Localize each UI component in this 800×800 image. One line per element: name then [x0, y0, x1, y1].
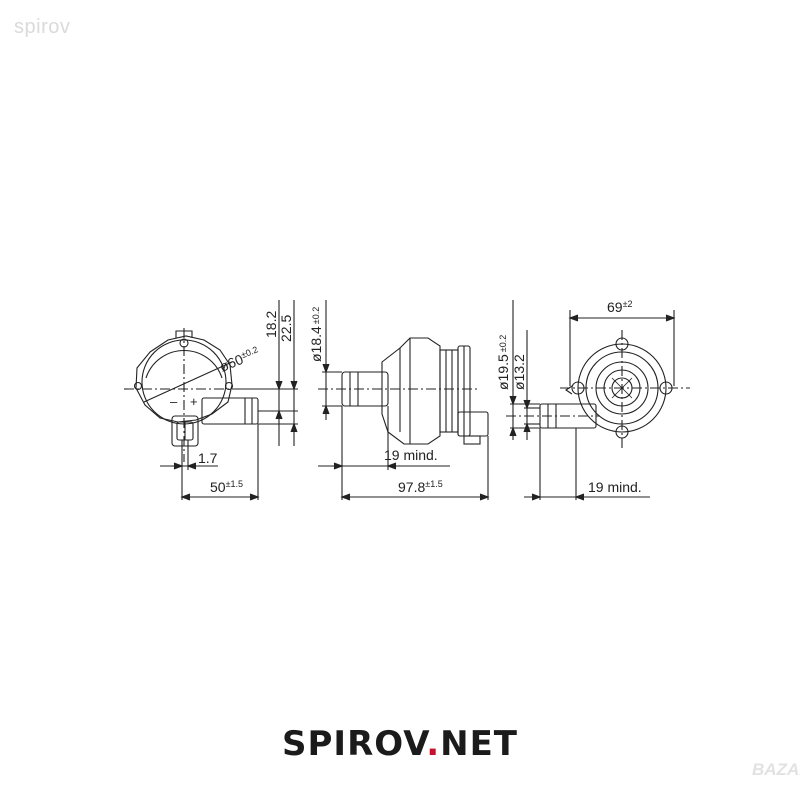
- brand-dot: .: [426, 724, 441, 764]
- middle-dim-length: 97.8±1.5: [398, 479, 443, 495]
- brand-logo: SPIROV.NET: [0, 724, 800, 764]
- middle-pipe-diameter-label: ø18.4±0.2: [308, 307, 324, 362]
- middle-view-pump: [318, 300, 490, 501]
- watermark-top: spirov: [14, 16, 71, 38]
- left-dim-length: 50±1.5: [210, 479, 243, 495]
- brand-name: SPIROV: [282, 724, 427, 764]
- middle-dim-min: 19 mind.: [384, 447, 438, 463]
- left-minus-sign: –: [170, 394, 178, 409]
- right-dim-width: 69±2: [607, 299, 633, 315]
- brand-tld: NET: [440, 724, 518, 764]
- left-dim-offset: 1.7: [198, 450, 218, 466]
- right-dim-min: 19 mind.: [588, 479, 642, 495]
- watermark-bottom: BAZAR: [752, 760, 800, 779]
- left-plus-sign: +: [190, 394, 198, 409]
- left-view-pump: [124, 300, 298, 501]
- left-dim-height-small: 18.2: [263, 311, 279, 338]
- left-dim-height-large: 22.5: [278, 315, 294, 342]
- right-view-pump: [506, 300, 690, 501]
- right-outer-diameter-label: ø19.5±0.2: [495, 335, 511, 390]
- right-inner-diameter-label: ø13.2: [511, 354, 527, 390]
- left-circle-diameter-label: ø60±0.2: [217, 344, 262, 374]
